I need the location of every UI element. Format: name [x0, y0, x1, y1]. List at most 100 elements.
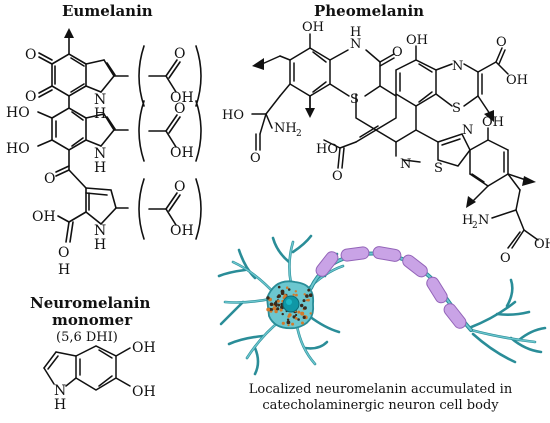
- granule: [294, 290, 297, 293]
- ph-oh-right: OH: [506, 73, 528, 88]
- eu-nh2-n: N: [94, 146, 106, 162]
- granule: [274, 309, 278, 314]
- granule: [303, 293, 306, 296]
- ph-ho-bottom: HO: [316, 142, 338, 157]
- granule: [287, 324, 290, 327]
- granule: [281, 312, 284, 316]
- pheomelanin-title: Pheomelanin: [314, 2, 425, 20]
- ph-oh-center: OH: [406, 33, 428, 48]
- granule: [283, 294, 287, 298]
- ph-oh-top: OH: [302, 20, 324, 35]
- granule: [269, 302, 274, 307]
- neuron-illustration: [217, 234, 547, 376]
- granule: [266, 307, 271, 312]
- granule: [270, 308, 274, 311]
- dhi-structure: OH OH N H: [43, 340, 156, 413]
- granule: [281, 321, 285, 325]
- eu-cooh2-o: O: [174, 101, 185, 117]
- granule: [279, 308, 283, 312]
- granule: [300, 303, 304, 308]
- ph-nh-h: H: [350, 25, 361, 40]
- granule: [307, 288, 311, 292]
- granule: [266, 296, 270, 300]
- ph-o-acid2: O: [500, 251, 511, 266]
- ph-s-right: S: [452, 101, 461, 116]
- granule: [305, 294, 309, 298]
- eu-o-acid: O: [58, 245, 69, 261]
- eu-o-mid: O: [25, 89, 36, 105]
- eu-nh1-n: N: [94, 92, 106, 108]
- dhi-h: H: [54, 397, 66, 413]
- granule: [286, 320, 291, 325]
- neuromelanin-title-line2: monomer: [52, 311, 133, 329]
- ph-s1: S: [350, 92, 359, 107]
- eu-oh-acid: OH: [32, 209, 56, 225]
- neuromelanin-granules: [266, 285, 313, 327]
- ph-h2n-h: H: [462, 213, 473, 228]
- ph-oh-thz: OH: [482, 115, 504, 130]
- eumelanin-title: Eumelanin: [62, 2, 153, 20]
- eu-nh3-n: N: [94, 223, 106, 239]
- dhi-n: N: [54, 383, 66, 399]
- ph-nh2-left-sub: 2: [296, 129, 302, 139]
- ph-n-iso: N: [400, 157, 411, 172]
- ph-nh-n: N: [350, 37, 361, 52]
- ph-nh2-left: NH: [274, 121, 297, 136]
- granule: [277, 303, 281, 307]
- granule: [277, 285, 281, 289]
- eu-nh1-h: H: [94, 106, 106, 122]
- ph-h2n-sub: 2: [472, 221, 478, 231]
- eu-cooh1-o: O: [174, 46, 185, 62]
- granule: [294, 317, 298, 320]
- eu-cooh3-oh: OH: [170, 223, 194, 239]
- granule: [276, 295, 279, 299]
- neuromelanin-title-line1: Neuromelanin: [30, 294, 151, 312]
- ph-o-left: O: [250, 151, 261, 166]
- granule: [303, 306, 306, 310]
- granule: [285, 286, 289, 289]
- granule: [273, 301, 278, 306]
- eu-nh3-h: H: [94, 237, 106, 253]
- eu-cooh3-o: O: [174, 179, 185, 195]
- eu-ho2: HO: [6, 141, 30, 157]
- dhi-oh1: OH: [132, 340, 156, 356]
- granule: [301, 321, 304, 325]
- dhi-oh2: OH: [132, 384, 156, 400]
- pheomelanin-structure: OH N H O S HO NH 2 O OH N S O OH N HO O …: [222, 20, 550, 266]
- eu-o-keto: O: [44, 171, 55, 187]
- granule: [307, 298, 310, 302]
- eu-ho1: HO: [6, 105, 30, 121]
- eu-h-acid: H: [58, 262, 70, 278]
- neuron-caption-line1: Localized neuromelanin accumulated in: [248, 382, 513, 397]
- ph-o-right: O: [496, 35, 507, 50]
- ph-h2n-n: N: [478, 213, 489, 228]
- granule: [276, 307, 280, 311]
- ph-o-lactam: O: [392, 45, 403, 60]
- granule: [287, 315, 291, 318]
- granule: [302, 315, 306, 319]
- eu-cooh2-oh: OH: [170, 145, 194, 161]
- granule: [295, 313, 298, 317]
- eu-nh2-h: H: [94, 160, 106, 176]
- granule: [302, 299, 306, 303]
- ph-o-bottom: O: [332, 169, 343, 184]
- granule: [308, 293, 313, 297]
- granule: [297, 318, 300, 321]
- granule: [287, 288, 291, 291]
- granule: [295, 293, 298, 297]
- granule: [300, 311, 305, 316]
- granule: [297, 310, 301, 314]
- neuromelanin-subtitle: (5,6 DHI): [56, 330, 118, 345]
- ph-oh-acid2: OH: [534, 237, 550, 252]
- eumelanin-structure: O O N H HO HO N H O O H OH N H O OH O OH…: [6, 28, 202, 278]
- ph-n-thz: N: [462, 123, 473, 138]
- ph-ho-left: HO: [222, 108, 244, 123]
- granule: [280, 302, 284, 306]
- granule: [280, 291, 285, 295]
- neuron-caption-line2: catecholaminergic neuron cell body: [262, 398, 499, 413]
- eu-cooh1-oh: OH: [170, 90, 194, 106]
- granule: [272, 306, 277, 311]
- ph-s-thz: S: [434, 161, 443, 176]
- granule: [309, 312, 312, 315]
